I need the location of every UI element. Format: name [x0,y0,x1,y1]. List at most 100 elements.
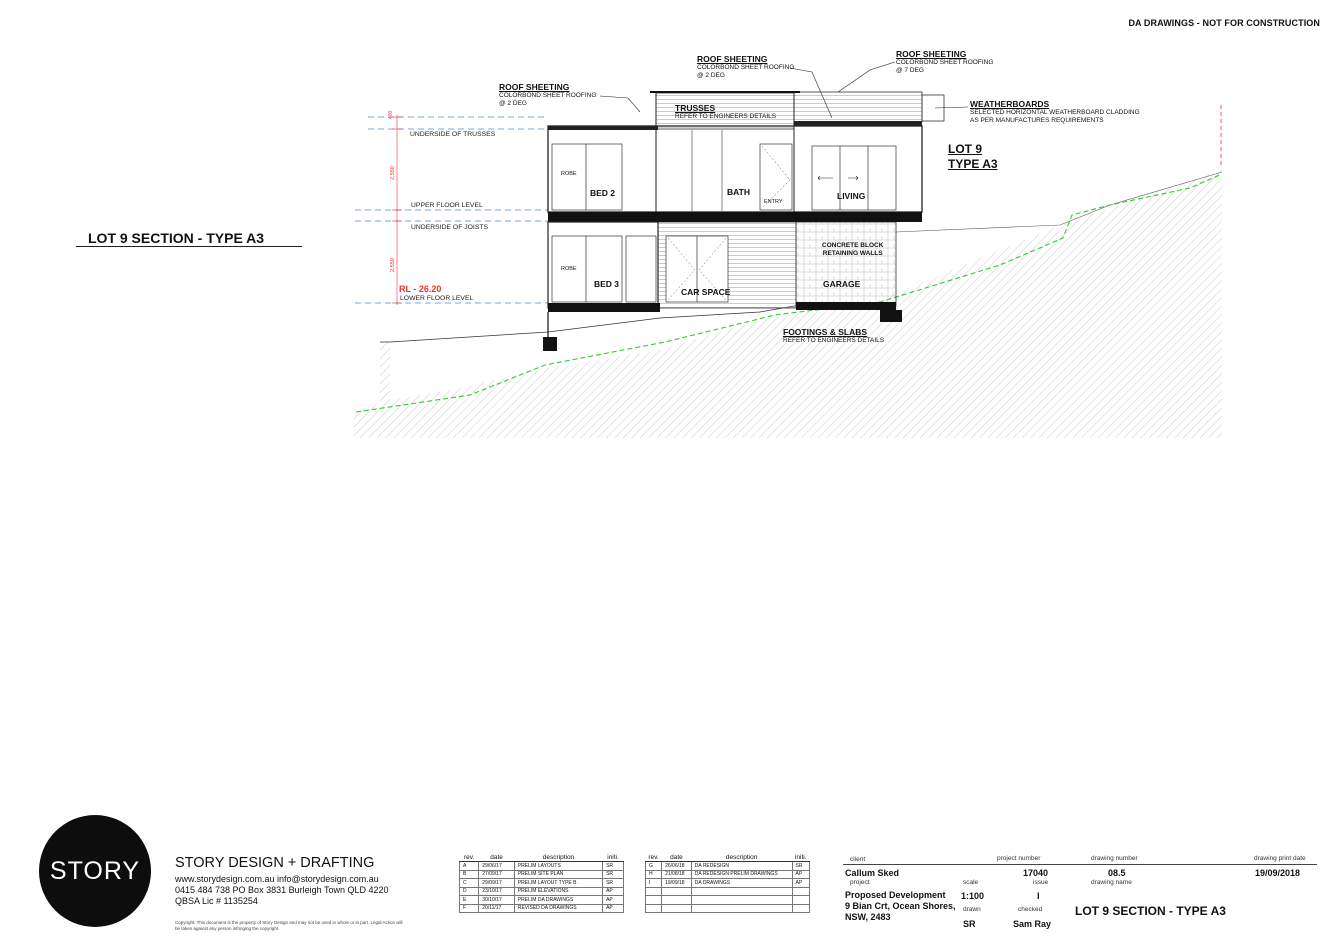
room-bath: BATH [727,187,750,197]
table-cell: SR [791,861,811,871]
garage-blockwork [795,221,897,307]
firm-licence: QBSA Lic # 1135254 [175,896,258,906]
trusses-note: TRUSSES REFER TO ENGINEERS DETAILS [675,103,777,120]
lot-label: LOT 9 TYPE A3 [948,142,998,171]
table-cell: 23/10/17 [478,886,515,896]
room-car-space: CAR SPACE [681,287,731,297]
underside-trusses-label: UNDERSIDE OF TRUSSES [410,131,496,138]
table-cell: E [458,895,480,905]
table-cell: 21/08/18 [661,869,692,879]
scale-label: scale [963,879,979,886]
project-label: project [850,879,870,886]
dimension-top: 400 [388,110,394,119]
room-bed2: BED 2 [590,188,616,198]
weatherboards-note: WEATHERBOARDS SELECTED HORIZONTAL WEATHE… [970,99,1140,124]
table-row [644,903,811,913]
table-cell: C [458,878,480,888]
project-number-label: project number [997,855,1041,862]
table-cell: DA REDESIGN [690,861,793,871]
project-number-value: 17040 [1023,868,1049,878]
rl-label: RL - 26.20 [399,284,442,294]
firm-phone-address: 0415 484 738 PO Box 3831 Burleigh Town Q… [175,885,389,895]
lower-floor-label: LOWER FLOOR LEVEL [400,295,474,302]
table-cell: 29/09/17 [478,878,515,888]
dimension-upper: 2,550 [390,166,396,180]
table-cell: SR [602,869,624,879]
table-cell [661,895,692,905]
section-drawing [354,61,1223,438]
right-roof-cladding [793,91,923,123]
table-cell: B [458,869,480,879]
table-cell [791,903,811,913]
table-cell: G [644,861,663,871]
table-cell: 29/06/17 [478,861,515,871]
table-cell: A [458,861,480,871]
roof-sheeting-note-middle: ROOF SHEETING COLORBOND SHEET ROOFING @ … [697,54,795,79]
drawn-value: SR [963,919,976,929]
story-logo: STORY [39,815,151,927]
checked-value: Sam Ray [1013,919,1052,929]
drawing-number-label: drawing number [1091,855,1138,862]
table-cell: 20/11/17 [478,903,515,913]
table-cell: PRELIM SITE PLAN [513,869,604,879]
room-bed3: BED 3 [594,279,620,289]
table-cell: REVISED DA DRAWINGS [513,903,604,913]
table-cell [690,886,793,896]
table-cell: PRELIM DA DRAWINGS [513,895,604,905]
footings-note: FOOTINGS & SLABS REFER TO ENGINEERS DETA… [783,327,885,344]
header-note: DA DRAWINGS - NOT FOR CONSTRUCTION [1128,18,1320,28]
table-cell [690,895,793,905]
ground-line-right [895,171,1223,233]
firm-name: STORY DESIGN + DRAFTING [175,855,375,871]
table-cell: 30/10/17 [478,895,515,905]
table-cell: 26/06/18 [661,861,692,871]
table-cell: DA REDESIGN PRELIM DRAWINGS [690,869,793,879]
underside-joists-label: UNDERSIDE OF JOISTS [411,224,489,231]
table-cell: SR [602,878,624,888]
room-robe-upper: ROBE [561,171,577,177]
firm-details: STORY DESIGN + DRAFTING www.storydesign.… [175,855,405,931]
upper-floor-label: UPPER FLOOR LEVEL [411,202,483,209]
natural-ground-line [355,173,1223,413]
room-entry: ENTRY [764,199,783,205]
table-cell: H [644,869,663,879]
table-cell: I [644,878,663,888]
scale-value: 1:100 [961,891,985,901]
drawing-name-label: drawing name [1091,879,1132,886]
table-cell: PRELIM ELEVATIONS [513,886,604,896]
section-title-underline [76,246,302,247]
print-date-label: drawing print date [1254,855,1306,862]
title-block-rule [843,864,1317,865]
table-cell: AP [791,869,811,879]
table-cell: AP [602,895,624,905]
table-cell: F [458,903,480,913]
drawing-number-value: 08.5 [1108,868,1126,878]
section-title: LOT 9 SECTION - TYPE A3 [88,230,265,246]
ground-line [380,304,801,343]
roof-sheeting-note-right: ROOF SHEETING COLORBOND SHEET ROOFING @ … [896,49,994,74]
table-cell [690,903,793,913]
client-value: Callum Sked [845,868,900,878]
table-row [644,895,811,905]
firm-web-email: www.storydesign.com.au info@storydesign.… [175,874,379,884]
copyright-note: Copyright: This document is the property… [175,920,403,931]
table-cell [791,886,811,896]
table-cell [644,903,663,913]
roof-sheeting-note-left: ROOF SHEETING COLORBOND SHEET ROOFING @ … [499,82,597,107]
drawn-label: drawn [963,906,981,913]
table-row [644,886,811,896]
room-garage: GARAGE [823,279,861,289]
table-cell: D [458,886,480,896]
issue-value: I [1037,891,1040,901]
ground-earth [354,170,1222,438]
table-cell: AP [602,886,624,896]
